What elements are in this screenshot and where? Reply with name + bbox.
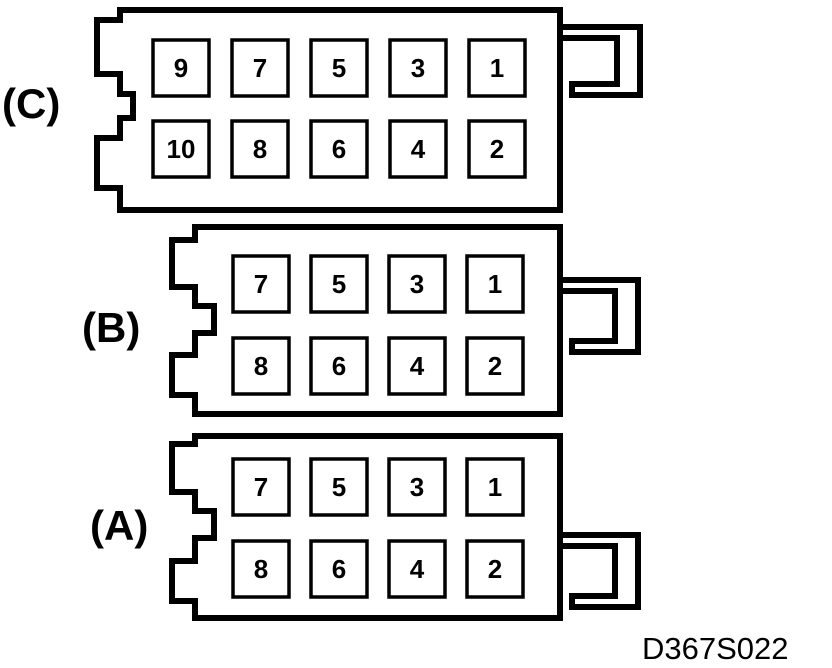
pin-box [231,457,291,517]
pin-number: 2 [488,554,502,584]
pin-number: 1 [490,53,504,83]
pin-number: 3 [411,53,425,83]
pin-box [230,38,290,98]
pin-box [231,539,291,599]
pin-box [387,254,447,314]
pin-box [309,457,369,517]
connector-a-label: (A) [90,502,148,549]
connector-c-latch [557,24,643,98]
pin-box [151,119,211,179]
pin-number: 5 [332,53,346,83]
pin-box [387,336,447,396]
connector-b-label: (B) [82,304,140,351]
pin-box [388,38,448,98]
pin-number: 4 [411,134,426,164]
connector-b-pin-grid: 7 5 3 1 8 6 4 2 [231,254,525,396]
pin-number: 8 [254,351,268,381]
pin-number: 5 [332,472,346,502]
pin-number: 7 [254,472,268,502]
pin-box [467,38,527,98]
pin-box [388,119,448,179]
pin-number: 8 [254,554,268,584]
pin-box [465,336,525,396]
connector-a-latch [557,532,641,610]
pin-number: 4 [410,554,425,584]
pin-number: 4 [410,351,425,381]
pin-box [309,539,369,599]
pin-number: 6 [332,134,346,164]
connector-b-latch [557,277,641,355]
pin-box [231,254,291,314]
pin-box [231,336,291,396]
connector-a-pin-grid: 7 5 3 1 8 6 4 2 [231,457,525,599]
pin-box [309,336,369,396]
pin-number: 1 [488,472,502,502]
pin-number: 2 [490,134,504,164]
pin-number: 5 [332,269,346,299]
pin-number: 3 [410,269,424,299]
pin-number: 3 [410,472,424,502]
pin-box [230,119,290,179]
diagram-id: D367S022 [642,631,789,666]
pin-box [465,539,525,599]
pin-box [151,38,211,98]
pin-number: 10 [167,134,196,164]
pin-box [309,38,369,98]
connector-c-label: (C) [2,80,60,127]
pin-box [309,254,369,314]
pin-box [465,254,525,314]
connector-c: 9 7 5 3 1 10 8 6 4 2 (C) [2,7,643,213]
pin-box [387,457,447,517]
pin-box [387,539,447,599]
pin-number: 6 [332,351,346,381]
pin-box [465,457,525,517]
connector-c-pin-grid: 9 7 5 3 1 10 8 6 4 2 [151,38,527,179]
connector-a: 7 5 3 1 8 6 4 2 (A) [90,433,641,621]
connector-b: 7 5 3 1 8 6 4 2 (B) [82,224,641,417]
pin-number: 9 [174,53,188,83]
pin-number: 6 [332,554,346,584]
pin-box [467,119,527,179]
pin-number: 7 [253,53,267,83]
pin-number: 8 [253,134,267,164]
pin-number: 7 [254,269,268,299]
pin-number: 2 [488,351,502,381]
pin-box [309,119,369,179]
pin-number: 1 [488,269,502,299]
